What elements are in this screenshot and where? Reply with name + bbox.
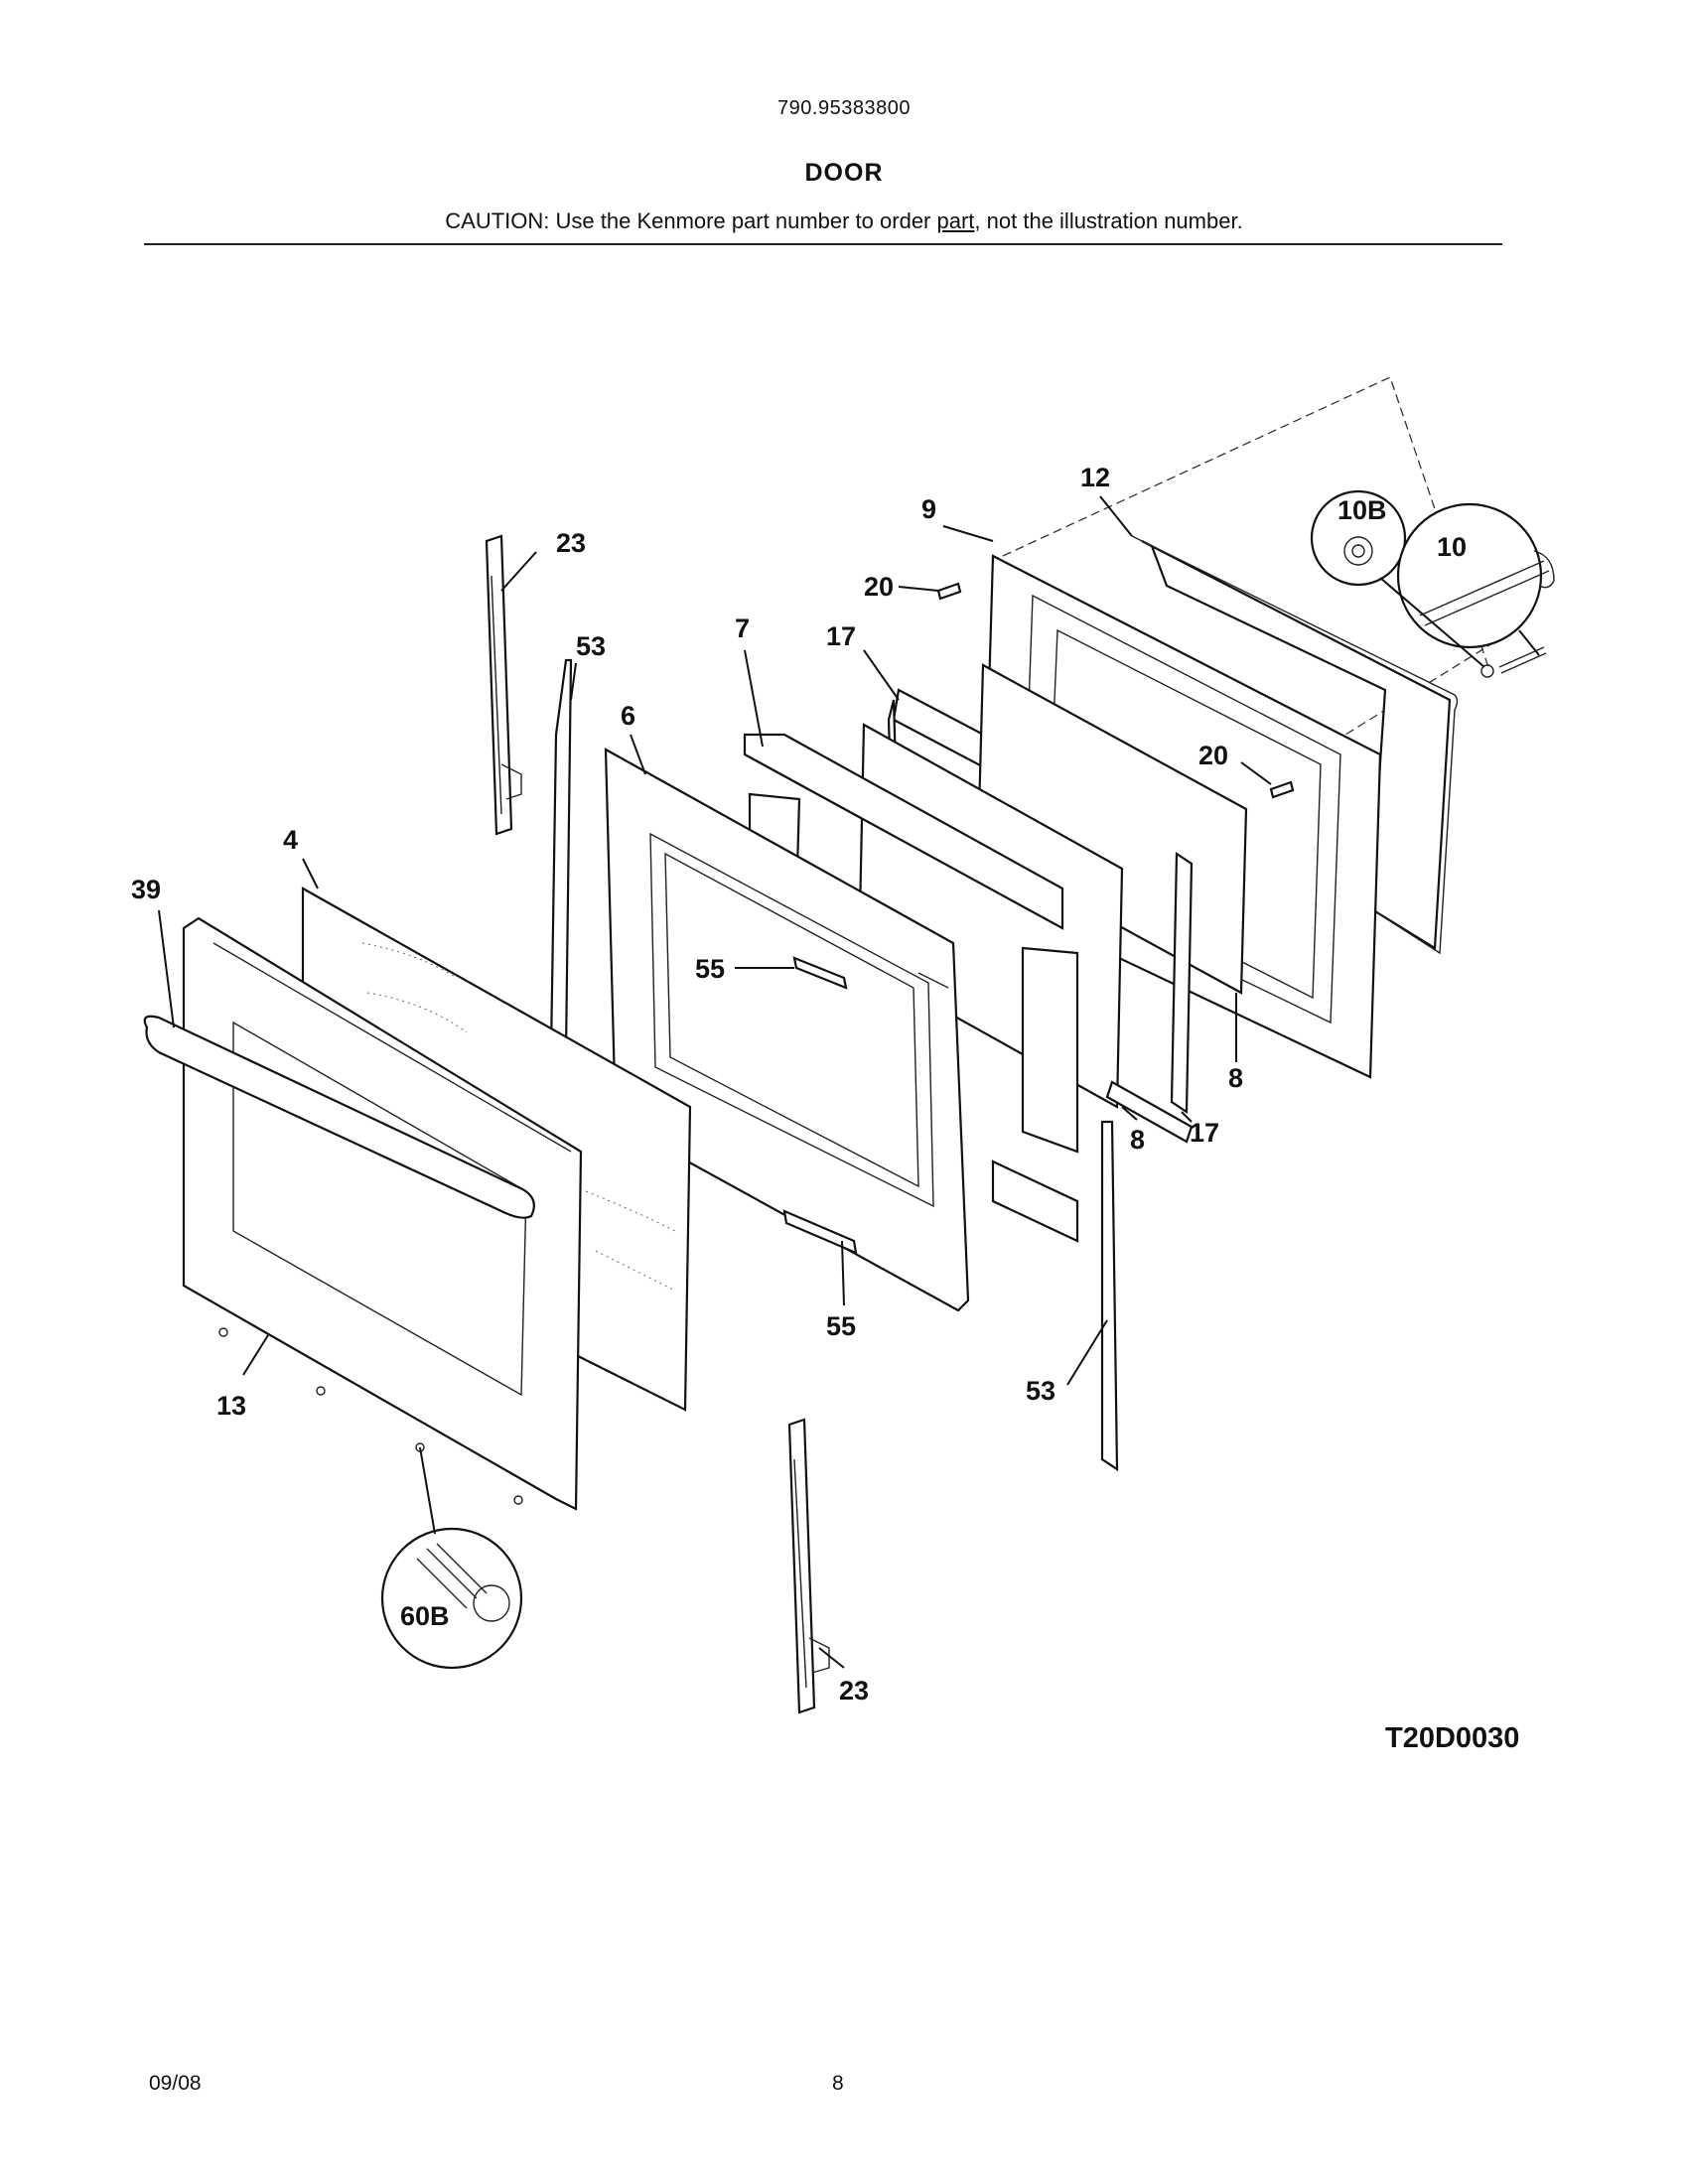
callout-17-upper: 17: [826, 621, 856, 651]
window-pack-front-part: [1105, 851, 1194, 1144]
hinge-part-upper: [485, 534, 522, 836]
callout-20-upper: 20: [864, 572, 894, 602]
caution-suffix: , not the illustration number.: [974, 208, 1243, 233]
screw-detail-circle: [380, 1446, 523, 1670]
callout-55-lower: 55: [826, 1311, 856, 1341]
callout-8-center: 8: [1130, 1125, 1145, 1155]
callout-17-lower: 17: [1190, 1118, 1219, 1148]
caution-prefix: CAUTION: Use the Kenmore part number to …: [445, 208, 937, 233]
outer-door-panel-part: [182, 916, 583, 1511]
callout-13: 13: [216, 1391, 246, 1421]
callout-4: 4: [283, 825, 298, 855]
caution-note: CAUTION: Use the Kenmore part number to …: [0, 208, 1688, 234]
callout-53-lower: 53: [1026, 1376, 1055, 1406]
callout-8-right: 8: [1228, 1063, 1243, 1093]
caution-underlined: part: [936, 208, 975, 233]
side-trim-part: [549, 658, 1119, 1472]
section-title: DOOR: [804, 159, 884, 187]
door-handle-part: [143, 1015, 535, 1219]
diagram-id: T20D0030: [1385, 1722, 1520, 1754]
leader-lines: [158, 495, 1272, 1669]
header-rule: [144, 243, 1502, 245]
callout-7: 7: [735, 614, 750, 643]
hinge-receptacle-upper: [792, 956, 848, 990]
clip-icon-upper: [936, 582, 962, 601]
callout-23-upper: 23: [556, 528, 586, 558]
screw-icons: [218, 1327, 523, 1505]
model-number: 790.95383800: [777, 97, 911, 119]
callout-6: 6: [621, 701, 635, 731]
callout-10: 10: [1437, 532, 1467, 562]
leader-line: [1379, 577, 1485, 668]
callout-39: 39: [131, 875, 161, 904]
callout-20-lower: 20: [1198, 741, 1228, 770]
page-number: 8: [832, 2072, 844, 2095]
footer-date: 09/08: [149, 2072, 202, 2095]
callout-9: 9: [921, 494, 936, 524]
clip-icon-lower: [1269, 780, 1295, 799]
bolt-icon: [1498, 646, 1547, 674]
callout-12: 12: [1080, 463, 1110, 492]
callout-53-upper: 53: [576, 631, 606, 661]
hinge-part-lower: [787, 1418, 830, 1714]
bolt-detail-circle: [1396, 502, 1555, 649]
hinge-receptacle-lower: [782, 1209, 858, 1255]
callout-60b: 60B: [400, 1601, 450, 1631]
callout-55-upper: 55: [695, 954, 725, 984]
callout-23-lower: 23: [839, 1676, 869, 1706]
washer-icon: [1480, 664, 1494, 678]
door-frame-part: [604, 748, 970, 1312]
callout-10b: 10B: [1337, 495, 1387, 525]
washer-detail-circle: [1310, 489, 1407, 587]
